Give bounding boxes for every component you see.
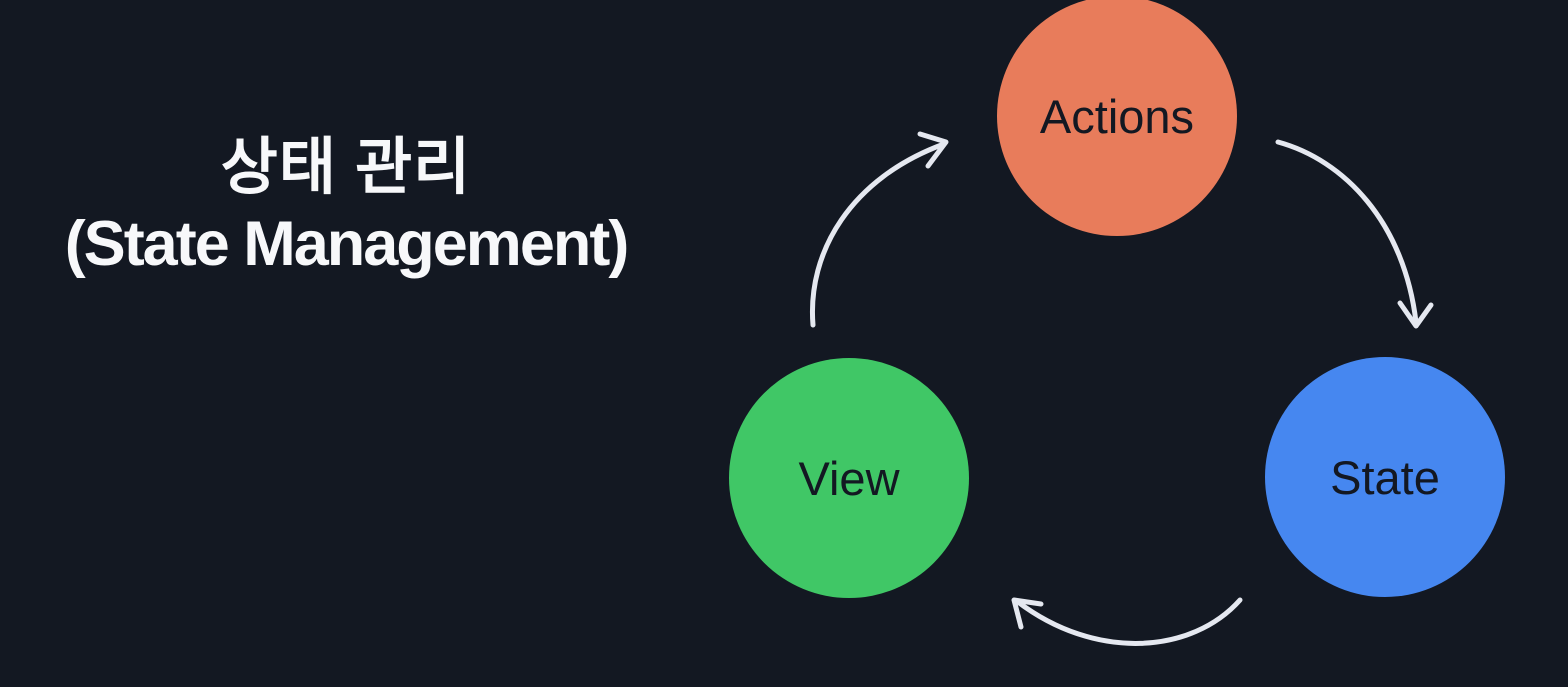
node-actions: Actions	[997, 0, 1237, 236]
arrow-actions-to-state-curve	[1275, 139, 1419, 325]
arrow-state-to-view-curve	[1015, 597, 1243, 646]
arrow-actions-to-state-head	[1397, 300, 1434, 329]
arrow-state-to-view-head	[1011, 597, 1044, 630]
node-state: State	[1265, 357, 1505, 597]
arrow-view-to-actions-head	[917, 131, 949, 169]
node-actions-label: Actions	[1039, 89, 1195, 143]
title-english: (State Management)	[64, 208, 630, 279]
title-korean: 상태 관리	[220, 133, 472, 202]
page-title: 상태 관리 (State Management)	[0, 130, 692, 282]
node-state-label: State	[1330, 450, 1440, 504]
arrow-view-to-actions	[809, 131, 949, 328]
arrow-view-to-actions-curve	[809, 141, 947, 328]
arrow-state-to-view	[1011, 597, 1243, 646]
node-view: View	[729, 358, 969, 598]
node-view-label: View	[798, 451, 900, 505]
arrow-actions-to-state	[1275, 139, 1434, 329]
